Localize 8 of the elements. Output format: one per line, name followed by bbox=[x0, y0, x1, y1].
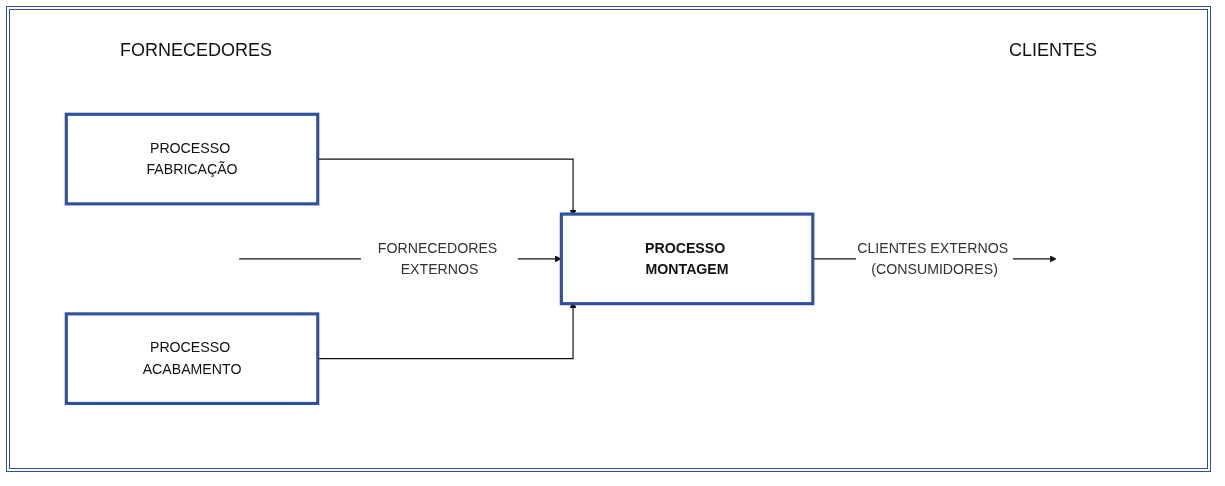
edge-label: CLIENTES EXTERNOS (CONSUMIDORES) bbox=[857, 240, 1009, 278]
edge-label: FORNECEDORES EXTERNOS bbox=[377, 240, 498, 278]
flowchart: FORNECEDORES EXTERNOS CLIENTES EXTERNOS (CONSUMIDORES) PROCESSO FABRICAÇÃO PROCESSO ACABAMENTO PROCESSO MONTAGEM bbox=[60, 108, 1157, 410]
node-box bbox=[559, 212, 815, 306]
group-label: FORNECEDORES bbox=[120, 40, 272, 61]
node-box bbox=[64, 112, 320, 206]
group-label: CLIENTES bbox=[1008, 40, 1097, 61]
node-box bbox=[64, 312, 320, 406]
